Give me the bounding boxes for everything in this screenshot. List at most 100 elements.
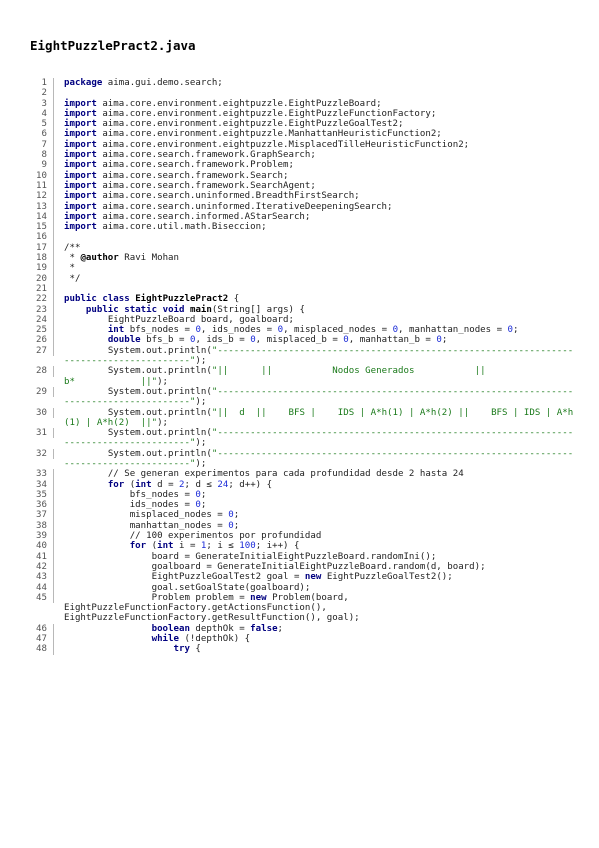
line-source: while (!depthOk) { <box>151 634 251 645</box>
line-source: /** <box>64 242 81 253</box>
line-number: 29 <box>30 386 54 398</box>
code-line: 38 manhattan_nodes = 0; <box>30 520 575 532</box>
line-number: 48 <box>30 644 54 655</box>
line-source: public static void main(String[] args) { <box>85 304 305 315</box>
line-source: board = GenerateInitialEightPuzzleBoard.… <box>64 551 437 562</box>
line-source: ​ <box>54 88 575 98</box>
line-source: import aima.core.environment.eightpuzzle… <box>64 129 442 140</box>
line-source: bfs_nodes = 0; <box>64 489 207 500</box>
line-source: Problem problem = new Problem(board, Eig… <box>64 592 360 624</box>
line-number: 3 <box>30 98 54 109</box>
line-source: import aima.core.environment.eightpuzzle… <box>64 139 470 150</box>
line-source: import aima.core.search.framework.Search… <box>64 170 289 181</box>
line-source: for (int i = 1; i ≤ 100; i++) { <box>129 541 300 552</box>
line-number: 18 <box>30 253 54 264</box>
line-source: System.out.println("|| || Nodos Generado… <box>64 366 596 387</box>
line-source: import aima.core.search.uninformed.Bread… <box>64 191 360 202</box>
line-number: 39 <box>30 531 54 542</box>
line-number: 11 <box>30 180 54 192</box>
line-number: 5 <box>30 119 54 130</box>
code-line: 8 import aima.core.search.framework.Graph… <box>30 150 575 161</box>
code-line: 24 EightPuzzleBoard board, goalboard; <box>30 314 575 326</box>
code-line: 40 for (int i = 1; i ≤ 100; i++) { <box>30 541 575 552</box>
code-line: 35 bfs_nodes = 0; <box>30 489 575 501</box>
code-line: 43 EightPuzzleGoalTest2 goal = new Eight… <box>30 572 575 583</box>
code-line: 33 // Se generan experimentos para cada … <box>30 469 575 480</box>
line-number: 38 <box>30 520 54 532</box>
code-line: 18 * @author Ravi Mohan <box>30 253 575 264</box>
code-line: 30 System.out.println("|| d || BFS | IDS… <box>30 407 575 429</box>
line-number: 44 <box>30 582 54 593</box>
code-line: 21​ <box>30 283 575 295</box>
line-number: 31 <box>30 428 54 439</box>
line-number: 16 <box>30 232 54 243</box>
line-number: 40 <box>30 541 54 552</box>
line-number: 32 <box>30 448 54 459</box>
line-source: ​ <box>54 284 575 294</box>
line-number: 7 <box>30 139 54 151</box>
code-line: 19 * <box>30 263 575 274</box>
code-line: 20 */ <box>30 273 575 284</box>
line-number: 46 <box>30 623 54 635</box>
line-source: import aima.core.environment.eightpuzzle… <box>64 108 437 119</box>
line-number: 36 <box>30 500 54 511</box>
line-number: 42 <box>30 561 54 573</box>
line-number: 8 <box>30 150 54 161</box>
line-source: manhattan_nodes = 0; <box>64 520 240 531</box>
code-line: 48 try { <box>30 644 575 655</box>
file-title: EightPuzzlePract2.java <box>30 38 196 53</box>
line-number: 34 <box>30 479 54 490</box>
line-source: import aima.core.util.math.Biseccion; <box>64 222 267 233</box>
line-source: double bfs_b = 0, ids_b = 0, misplaced_b… <box>107 335 448 346</box>
line-source: misplaced_nodes = 0; <box>64 510 240 521</box>
line-number: 4 <box>30 108 54 120</box>
line-source: import aima.core.search.framework.GraphS… <box>64 150 316 161</box>
line-number: 10 <box>30 170 54 181</box>
line-number: 45 <box>30 592 54 604</box>
code-line: 29 System.out.println("-----------------… <box>30 386 575 408</box>
line-source: import aima.core.environment.eightpuzzle… <box>64 119 404 130</box>
line-number: 35 <box>30 489 54 501</box>
line-source: EightPuzzleBoard board, goalboard; <box>64 314 294 325</box>
line-source: */ <box>64 273 81 284</box>
line-source: // 100 experimentos por profundidad <box>64 531 322 542</box>
code-line: 28 System.out.println("|| || Nodos Gener… <box>30 366 575 387</box>
code-line: 27 System.out.println("-----------------… <box>30 345 575 367</box>
line-source: import aima.core.search.uninformed.Itera… <box>64 201 393 212</box>
line-number: 47 <box>30 634 54 645</box>
code-line: 5 import aima.core.environment.eightpuzzl… <box>30 119 575 130</box>
line-source: System.out.println("|| d || BFS | IDS | … <box>64 407 574 428</box>
line-source: ids_nodes = 0; <box>64 500 207 511</box>
line-number: 22 <box>30 294 54 305</box>
line-source: System.out.println("--------------------… <box>64 448 574 469</box>
line-source: System.out.println("--------------------… <box>64 345 574 367</box>
code-line: 41 board = GenerateInitialEightPuzzleBoa… <box>30 551 575 562</box>
code-line: 36 ids_nodes = 0; <box>30 500 575 511</box>
code-line: 34 for (int d = 2; d ≤ 24; d++) { <box>30 479 575 490</box>
line-number: 30 <box>30 407 54 418</box>
line-source: EightPuzzleGoalTest2 goal = new EightPuz… <box>64 572 453 583</box>
code-line: 39 // 100 experimentos por profundidad <box>30 531 575 542</box>
line-number: 37 <box>30 510 54 521</box>
line-source: * <box>64 263 75 274</box>
line-source: ​ <box>54 232 575 242</box>
line-number: 23 <box>30 304 54 315</box>
code-line: 45 Problem problem = new Problem(board, … <box>30 592 575 624</box>
line-source: goal.setGoalState(goalboard); <box>64 582 311 593</box>
line-number: 20 <box>30 273 54 284</box>
line-source: System.out.println("--------------------… <box>64 428 574 449</box>
line-number: 24 <box>30 314 54 326</box>
line-number: 27 <box>30 345 54 357</box>
line-source: * @author Ravi Mohan <box>64 253 179 264</box>
code-line: 23 public static void main(String[] args… <box>30 304 575 315</box>
code-line: 25 int bfs_nodes = 0, ids_nodes = 0, mis… <box>30 325 575 336</box>
